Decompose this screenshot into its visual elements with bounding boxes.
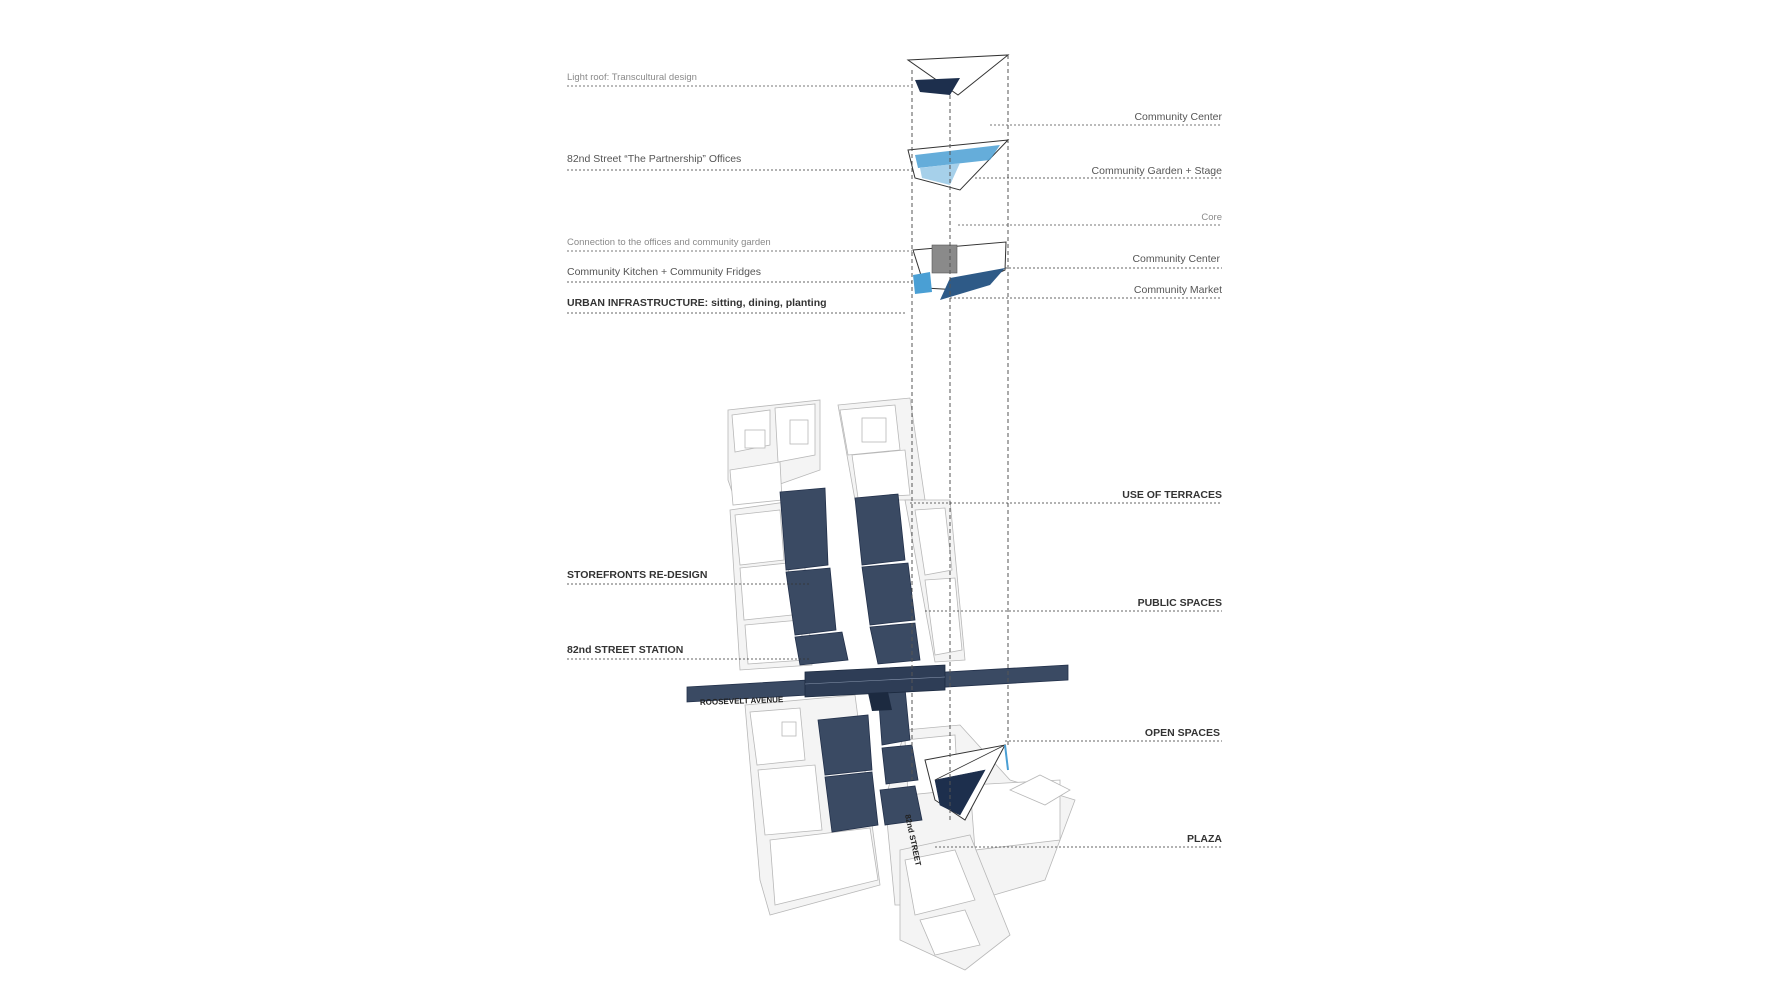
label-community-kitchen: Community Kitchen + Community Fridges [567, 266, 761, 278]
label-community-garden: Community Garden + Stage [1092, 165, 1223, 177]
label-core: Core [1201, 212, 1222, 223]
label-storefronts: STOREFRONTS RE-DESIGN [567, 569, 707, 581]
light-roof [906, 54, 1010, 96]
right-annotations: Community Center Community Garden + Stag… [910, 111, 1223, 848]
label-public-spaces: PUBLIC SPACES [1138, 597, 1222, 609]
label-urban-infrastructure: URBAN INFRASTRUCTURE: sitting, dining, p… [567, 297, 827, 309]
label-partnership-offices: 82nd Street “The Partnership” Offices [567, 153, 741, 165]
storefronts [779, 487, 923, 833]
exploded-levels [906, 54, 1010, 300]
roosevelt-avenue: ROOSEVELT AVENUE [686, 664, 1069, 711]
roosevelt-avenue-label: ROOSEVELT AVENUE [700, 695, 784, 707]
label-82nd-station: 82nd STREET STATION [567, 644, 683, 656]
label-plaza: PLAZA [1187, 833, 1222, 845]
projection-lines [911, 55, 1009, 820]
label-community-center-lower: Community Center [1132, 253, 1220, 265]
label-light-roof: Light roof: Transcultural design [567, 72, 697, 83]
core [931, 244, 958, 274]
label-use-of-terraces: USE OF TERRACES [1122, 489, 1222, 501]
left-annotations: Light roof: Transcultural design 82nd St… [567, 72, 912, 660]
label-community-market: Community Market [1134, 284, 1222, 296]
label-community-center-upper: Community Center [1134, 111, 1222, 123]
plaza-pavilion [924, 744, 1009, 821]
label-connection: Connection to the offices and community … [567, 237, 771, 248]
label-open-spaces: OPEN SPACES [1145, 727, 1220, 739]
